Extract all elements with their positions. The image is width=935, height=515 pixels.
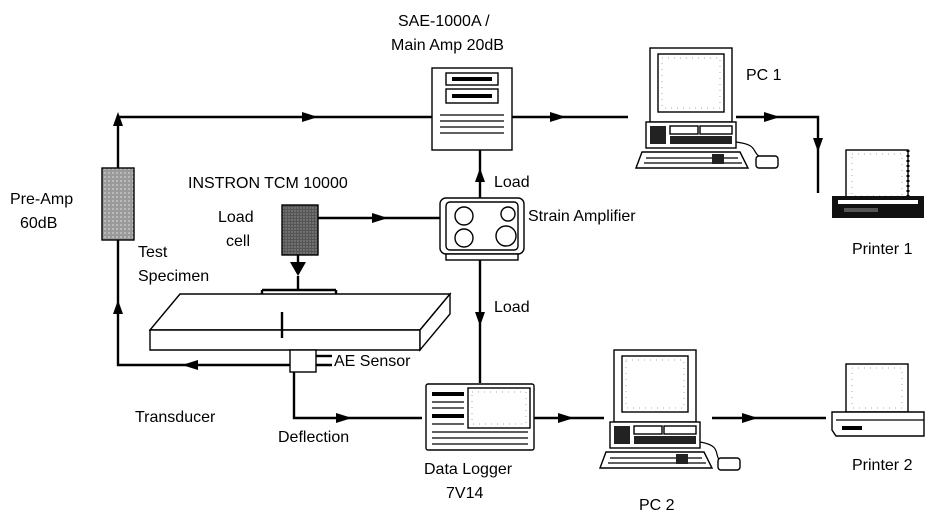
transducer-label: Transducer [135,409,216,426]
load-cell-label-line2: cell [226,233,250,250]
load-label-lower: Load [494,299,530,316]
pre-amp-box [101,167,135,241]
arrow-up-ae [113,300,123,314]
pc2-computer-icon [598,349,741,471]
data-logger-unit [425,383,535,451]
data-logger-label-line2: 7V14 [446,485,483,502]
test-specimen [148,292,452,352]
strain-amplifier-unit [439,197,525,261]
ae-sensor [289,349,317,373]
deflection-label: Deflection [278,429,349,446]
strain-amplifier-label: Strain Amplifier [528,208,636,225]
arrow-left-ae [182,360,198,370]
printer1-label: Printer 1 [852,241,913,258]
arrow-right-printer1 [764,112,780,122]
arrow-right-loadcell [372,213,388,223]
arrow-up-load [475,168,485,182]
arrow-right-printer2 [742,413,758,423]
pc1-label: PC 1 [746,67,782,84]
arrow-down-printer1 [813,138,823,152]
load-cell [281,204,319,276]
arrow-up-preamp [113,112,123,126]
arrowheads [113,112,823,423]
data-logger-label-line1: Data Logger [424,461,513,478]
main-amp-unit [431,67,513,151]
pc1-computer-icon [634,47,779,169]
test-specimen-label-line1: Test [138,244,168,261]
printer1-icon [832,149,924,218]
arrow-down-load [475,312,485,326]
load-label-upper: Load [494,174,530,191]
pre-amp-label-line1: Pre-Amp [10,191,73,208]
printer2-label: Printer 2 [852,457,913,474]
ae-sensor-label: AE Sensor [334,353,411,370]
load-cell-label-line1: Load [218,209,254,226]
arrow-right-deflection [336,413,352,423]
labels: SAE-1000A / Main Amp 20dB PC 1 INSTRON T… [10,13,913,514]
printer2-icon [831,363,925,437]
main-amp-label-line1: SAE-1000A / [398,13,490,30]
instron-label: INSTRON TCM 10000 [188,175,348,192]
arrow-right-top [302,112,318,122]
test-specimen-label-line2: Specimen [138,268,209,285]
arrow-right-pc2 [558,413,574,423]
main-amp-label-line2: Main Amp 20dB [391,37,504,54]
pc2-label: PC 2 [639,497,675,514]
arrow-right-pc1 [550,112,566,122]
pre-amp-label-line2: 60dB [20,215,57,232]
